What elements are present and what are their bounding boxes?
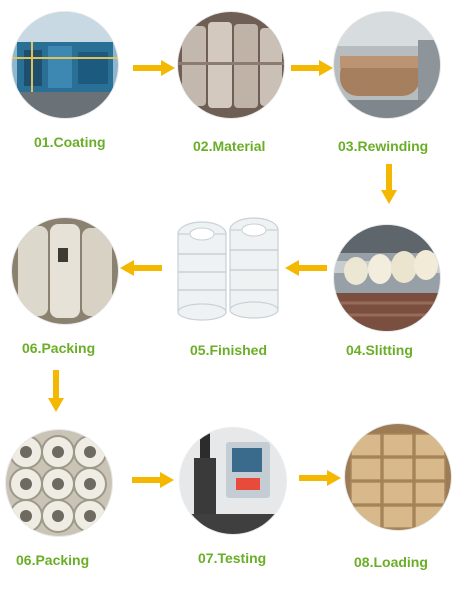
slitting-machine-photo (334, 225, 440, 331)
step-label-loading: 08.Loading (354, 554, 428, 570)
arrow-left-icon (285, 260, 327, 276)
material-rolls-photo (178, 12, 284, 118)
arrow-down-icon (48, 370, 64, 412)
step-label-finished: 05.Finished (190, 342, 268, 358)
arrow-right-icon (132, 472, 174, 488)
arrow-left-icon (120, 260, 162, 276)
testing-machine-photo (180, 428, 286, 534)
arrow-right-icon (291, 60, 333, 76)
step-label-slitting: 04.Slitting (346, 342, 413, 358)
arrow-down-icon (381, 164, 397, 204)
rewinding-machine-photo (334, 12, 440, 118)
step-label-packing-2: 06.Packing (16, 552, 90, 568)
step-label-material: 02.Material (193, 138, 266, 154)
packed-rolls-photo (12, 218, 118, 324)
step-label-packing-1: 06.Packing (22, 340, 96, 356)
step-label-testing: 07.Testing (198, 550, 267, 566)
wrapped-rolls-photo (6, 430, 112, 536)
arrow-right-icon (299, 470, 341, 486)
arrow-right-icon (133, 60, 175, 76)
coating-machine-photo (12, 12, 118, 118)
step-label-coating: 01.Coating (34, 134, 106, 150)
step-label-rewinding: 03.Rewinding (338, 138, 429, 154)
finished-tape-rolls-photo (168, 212, 288, 322)
loading-cartons-photo (345, 424, 451, 530)
